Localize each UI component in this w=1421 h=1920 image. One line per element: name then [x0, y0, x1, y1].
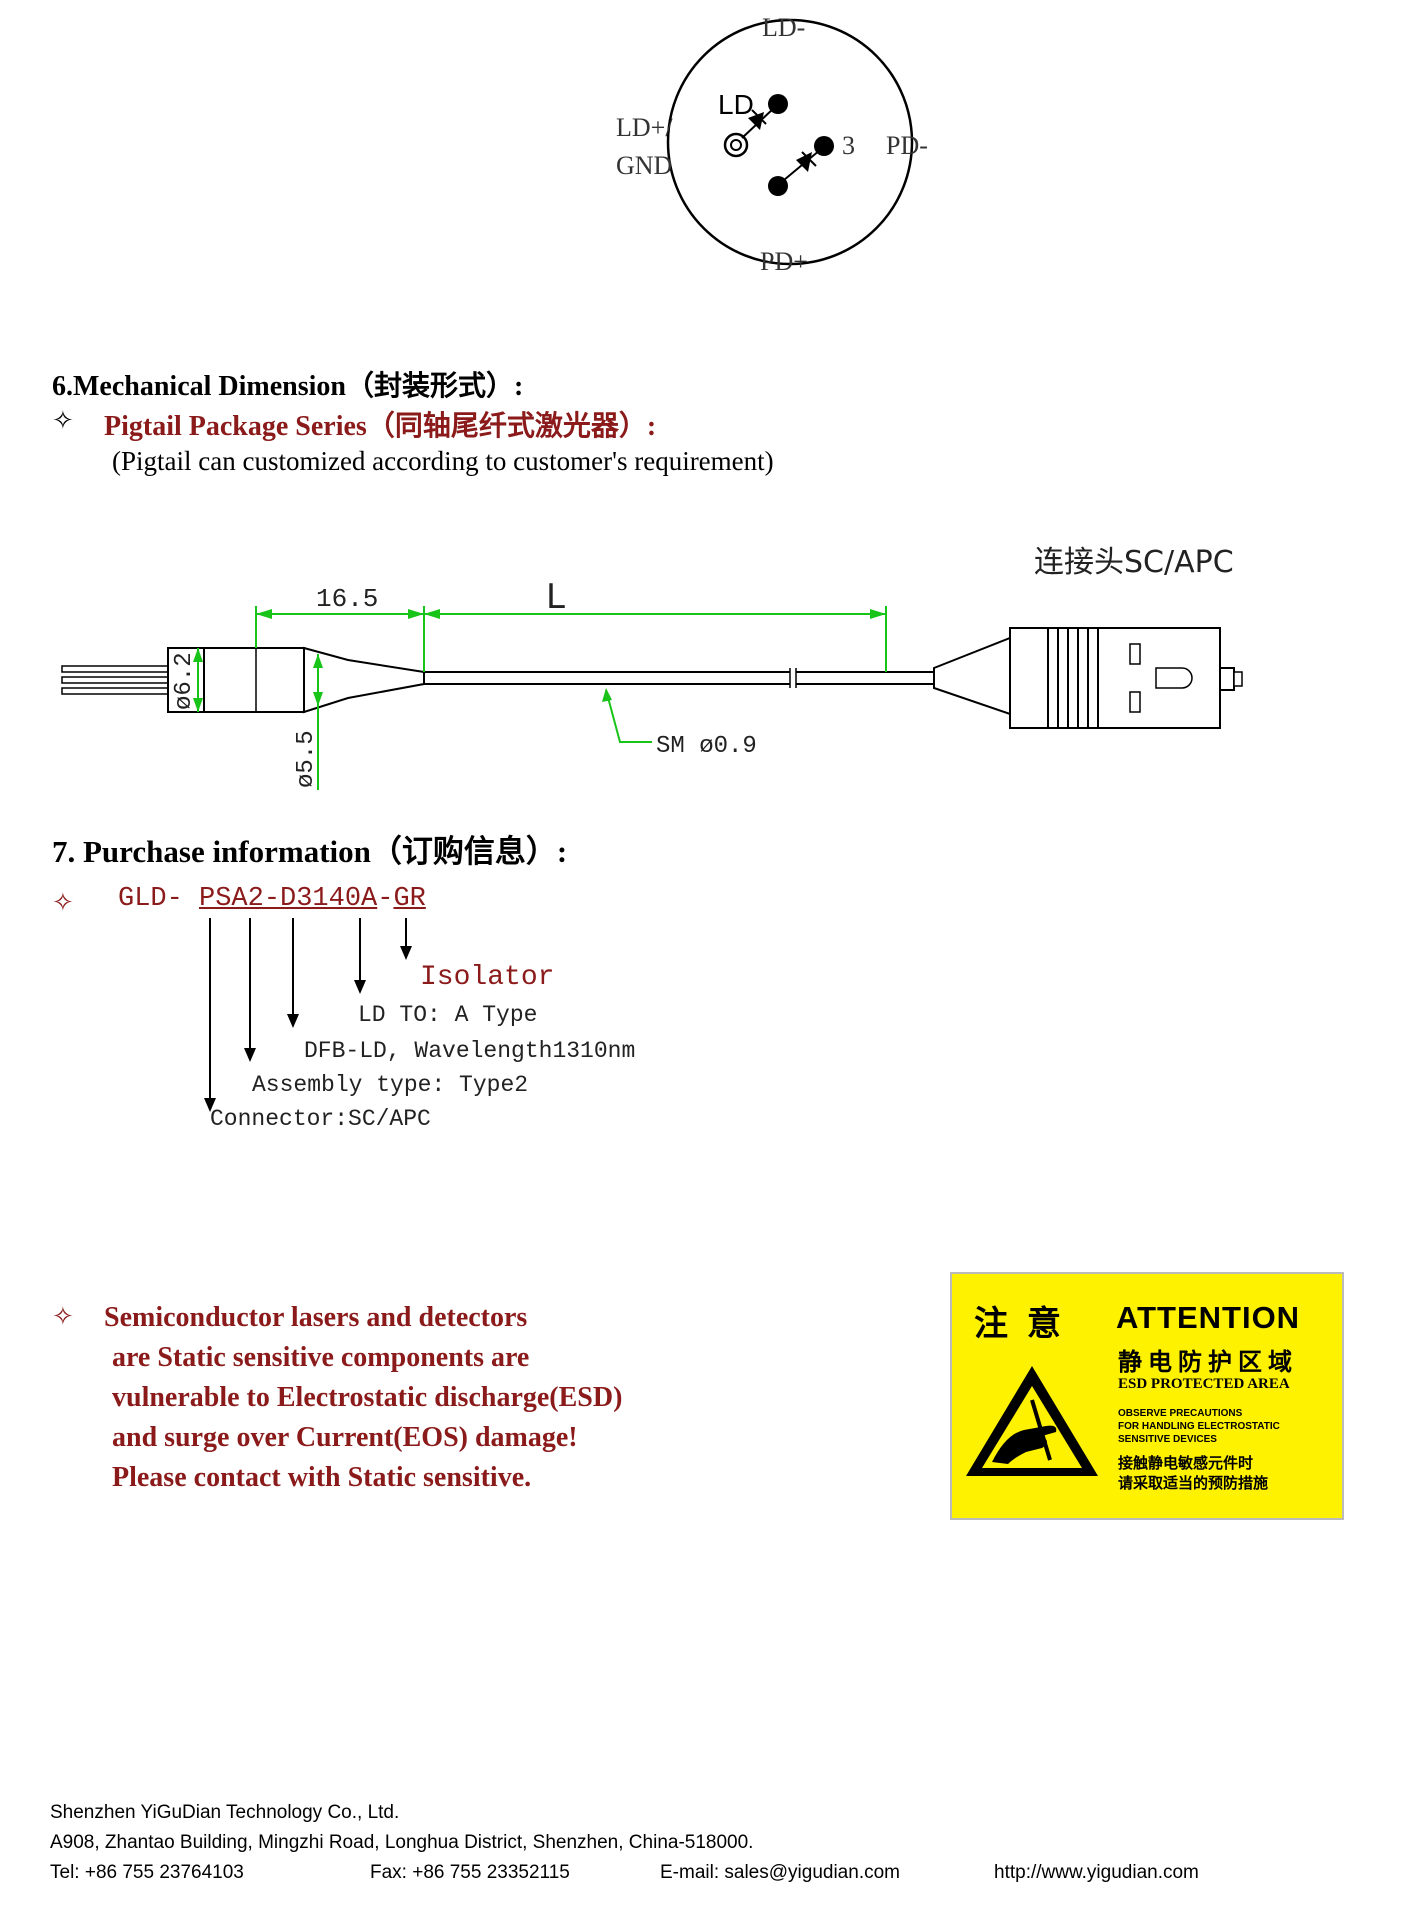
footer-company: Shenzhen YiGuDian Technology Co., Ltd. [50, 1802, 400, 1823]
dim-d6-2-label: ø6.2 [171, 652, 198, 710]
pinout-circle [666, 18, 914, 266]
warning-line: Semiconductor lasers and detectors [104, 1302, 528, 1333]
section7-title: 7. Purchase information（订购信息）: [52, 834, 568, 869]
pd-plus-label: PD+ [760, 247, 808, 276]
code-prefix: GLD- [118, 884, 183, 914]
ld-plus-label: LD+/ [616, 113, 673, 142]
ferrule [1219, 667, 1235, 691]
connector-boot [933, 636, 1011, 716]
ld-diode-icon [748, 112, 764, 130]
part-number-arrows [204, 918, 412, 1112]
connector-sc-apc-label: 连接头SC/APC [1034, 545, 1234, 580]
footer-address: A908, Zhantao Building, Mingzhi Road, Lo… [50, 1832, 754, 1853]
pin3-label: 3 [842, 131, 855, 160]
part-number-code: GLD- PSA2-D3140A-GR [118, 884, 426, 914]
pin-pd-plus [768, 176, 788, 196]
isolator-label: Isolator [420, 962, 555, 993]
footer-fax: Fax: +86 755 23352115 [370, 1862, 570, 1883]
esd-warning-hand-icon [966, 1366, 1098, 1476]
ld-minus-label: LD- [762, 13, 805, 42]
laser-body [203, 647, 305, 713]
ld-to-label: LD TO: A Type [358, 1002, 538, 1028]
pin-gnd-outer [723, 132, 749, 158]
pigtail-drawing: 连接头SC/APC 16.5 L ø6.2 ø5.5 SM ø [61, 545, 1243, 790]
section6-bullet-icon: ✧ [52, 406, 74, 435]
warning-bullet-icon: ✧ [52, 1302, 74, 1331]
dim-16-5-label: 16.5 [316, 584, 378, 614]
section6-note: (Pigtail can customized according to cus… [112, 446, 774, 476]
warning-line: Please contact with Static sensitive. [112, 1462, 532, 1493]
assembly-type-label: Assembly type: Type2 [252, 1072, 529, 1098]
dim-l-label: L [546, 577, 565, 617]
esd-cn-line2: 请采取适当的预防措施 [1118, 1475, 1269, 1492]
dfb-ld-label: DFB-LD, Wavelength1310nm [304, 1038, 636, 1064]
esd-cn-area: 静电防护区域 [1118, 1349, 1298, 1376]
esd-observe-2: FOR HANDLING ELECTROSTATIC [1118, 1421, 1280, 1432]
pinout-diagram: LD- LD+/ GND PD- PD+ LD 3 [616, 13, 928, 276]
section7-bullet-icon: ✧ [52, 888, 74, 917]
esd-warning-text: Semiconductor lasers and detectors are S… [104, 1298, 622, 1498]
code-dash: - [377, 884, 394, 914]
fiber-sm-label: SM ø0.9 [656, 733, 757, 760]
esd-area-en: ESD PROTECTED AREA [1118, 1376, 1290, 1392]
footer-website-link[interactable]: http://www.yigudian.com [994, 1862, 1199, 1883]
section6-title: 6.Mechanical Dimension（封装形式）: [52, 371, 524, 402]
esd-attention: ATTENTION [1116, 1300, 1301, 1335]
esd-cn-line1: 接触静电敏感元件时 [1118, 1455, 1254, 1472]
warning-line: are Static sensitive components are [112, 1342, 530, 1373]
ld-inner-label: LD [718, 89, 754, 120]
esd-observe-1: OBSERVE PRECAUTIONS [1118, 1408, 1243, 1419]
dim-d5-5-label: ø5.5 [293, 730, 320, 788]
pd-minus-label: PD- [886, 131, 928, 160]
section6-subtitle: Pigtail Package Series（同轴尾纤式激光器）: [104, 411, 657, 442]
warning-line: and surge over Current(EOS) damage! [112, 1422, 578, 1453]
taper [303, 646, 425, 714]
connector-type-label: Connector:SC/APC [210, 1106, 431, 1132]
footer-tel: Tel: +86 755 23764103 [50, 1862, 244, 1883]
code-part1: PSA2-D3140A [199, 884, 378, 914]
esd-observe-3: SENSITIVE DEVICES [1118, 1434, 1217, 1445]
esd-protected-area-label: 注 意 ATTENTION 静电防护区域 ESD PROTECTED AREA … [950, 1272, 1344, 1520]
esd-cn-attention: 注 意 [974, 1305, 1061, 1343]
pin-gnd-inner [730, 139, 742, 151]
code-part2: GR [393, 884, 426, 914]
warning-line: vulnerable to Electrostatic discharge(ES… [112, 1382, 623, 1413]
gnd-label: GND [616, 151, 672, 180]
footer-email[interactable]: E-mail: sales@yigudian.com [660, 1862, 900, 1883]
